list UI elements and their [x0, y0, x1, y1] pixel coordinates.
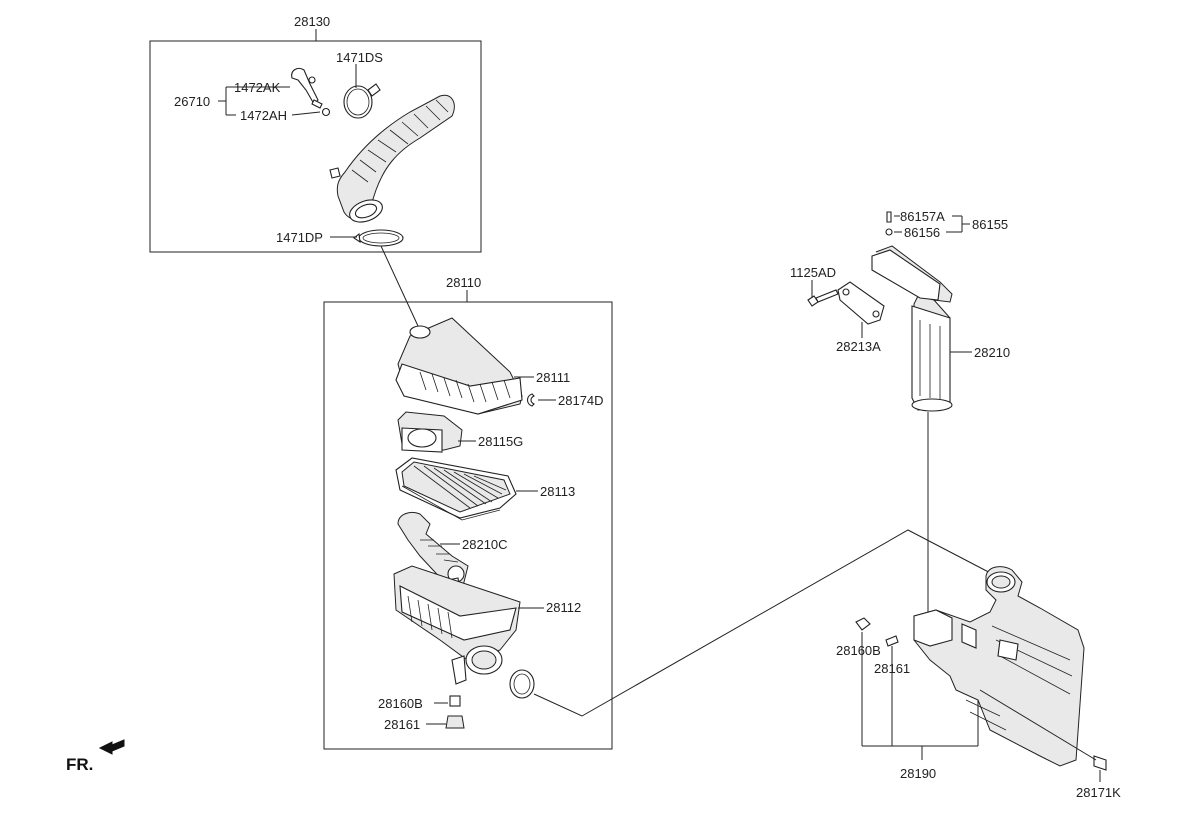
- label-28110: 28110: [446, 275, 481, 290]
- label-1471DP: 1471DP: [276, 230, 323, 245]
- resonator-box-icon: [913, 566, 1085, 767]
- label-front: FR.: [66, 755, 93, 774]
- label-28210C: 28210C: [462, 537, 508, 552]
- air-cleaner-cover-icon: [395, 317, 523, 415]
- air-cleaner-body-icon: [393, 565, 521, 685]
- resonator-icon: [397, 411, 463, 453]
- group-28130-frame: [149, 40, 482, 253]
- label-28210: 28210: [974, 345, 1010, 360]
- label-26710: 26710: [174, 94, 210, 109]
- label-28174D: 28174D: [558, 393, 604, 408]
- hose-clamp-bottom-icon: [353, 229, 404, 247]
- bushing-right-icon: [855, 617, 899, 647]
- label-28213A: 28213A: [836, 339, 881, 354]
- label-1472AK: 1472AK: [234, 80, 281, 95]
- label-86157A: 86157A: [900, 209, 945, 224]
- label-28161-left: 28161: [384, 717, 420, 732]
- label-28160B-right: 28160B: [836, 643, 881, 658]
- label-28130: 28130: [294, 14, 330, 29]
- air-filter-element-icon: [395, 457, 517, 521]
- label-1471DS: 1471DS: [336, 50, 383, 65]
- breather-hose-icon: [291, 67, 331, 117]
- label-28111: 28111: [536, 370, 570, 385]
- hose-clamp-icon: [343, 83, 381, 119]
- label-1125AD: 1125AD: [790, 265, 836, 280]
- label-1472AH: 1472AH: [240, 108, 287, 123]
- bolt-icon: [807, 289, 839, 307]
- label-28113: 28113: [540, 484, 575, 499]
- label-86155: 86155: [972, 217, 1008, 232]
- air-intake-duct-icon: [871, 245, 953, 412]
- label-86156: 86156: [904, 225, 940, 240]
- screw-icon: [885, 211, 893, 236]
- bolt-28171K-icon: [979, 689, 1107, 771]
- clip-icon: [526, 393, 535, 407]
- group-28110-frame: [323, 301, 613, 750]
- label-28171K: 28171K: [1076, 785, 1121, 800]
- label-28190: 28190: [900, 766, 936, 781]
- front-direction-arrow-icon: [98, 739, 125, 755]
- grommet-ring-icon: [509, 669, 535, 699]
- label-28115G: 28115G: [478, 434, 523, 449]
- bracket-icon: [837, 281, 885, 325]
- bushing-icon: [445, 695, 465, 729]
- label-28112: 28112: [546, 600, 581, 615]
- intake-hose-icon: [329, 94, 455, 223]
- label-28160B-left: 28160B: [378, 696, 423, 711]
